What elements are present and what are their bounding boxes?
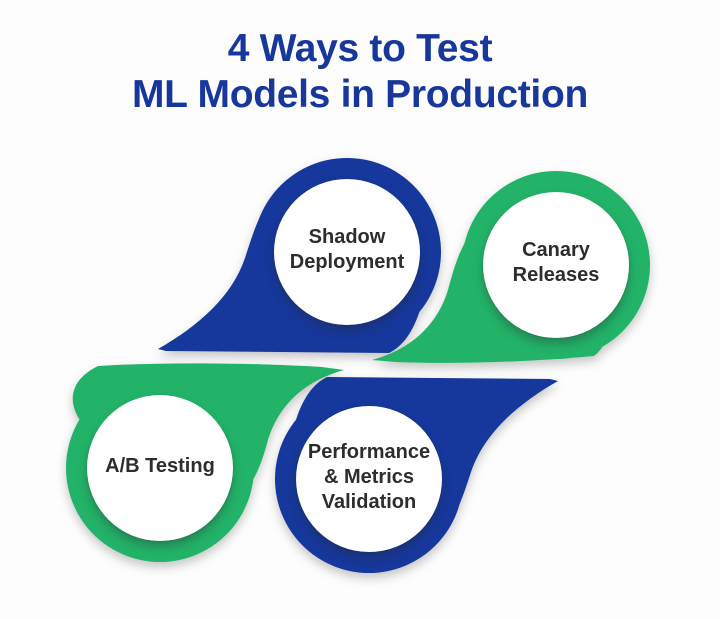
- shadow-deployment-label: Shadow Deployment: [289, 226, 405, 273]
- canary-releases-circle: Canary Releases: [483, 192, 629, 338]
- performance-validation-circle: Performance & Metrics Validation: [296, 406, 442, 552]
- page-title: 4 Ways to Test ML Models in Production: [0, 26, 720, 117]
- title-line-2: ML Models in Production: [131, 72, 589, 116]
- shadow-deployment-circle: Shadow Deployment: [274, 179, 420, 325]
- ab-testing-label: A/B Testing: [105, 454, 215, 477]
- title-line-1: 4 Ways to Test: [227, 27, 493, 70]
- performance-validation-label: Performance & Metrics Validation: [307, 440, 431, 513]
- canary-releases-label: Canary Releases: [512, 239, 600, 286]
- ab-testing-circle: A/B Testing: [87, 395, 233, 541]
